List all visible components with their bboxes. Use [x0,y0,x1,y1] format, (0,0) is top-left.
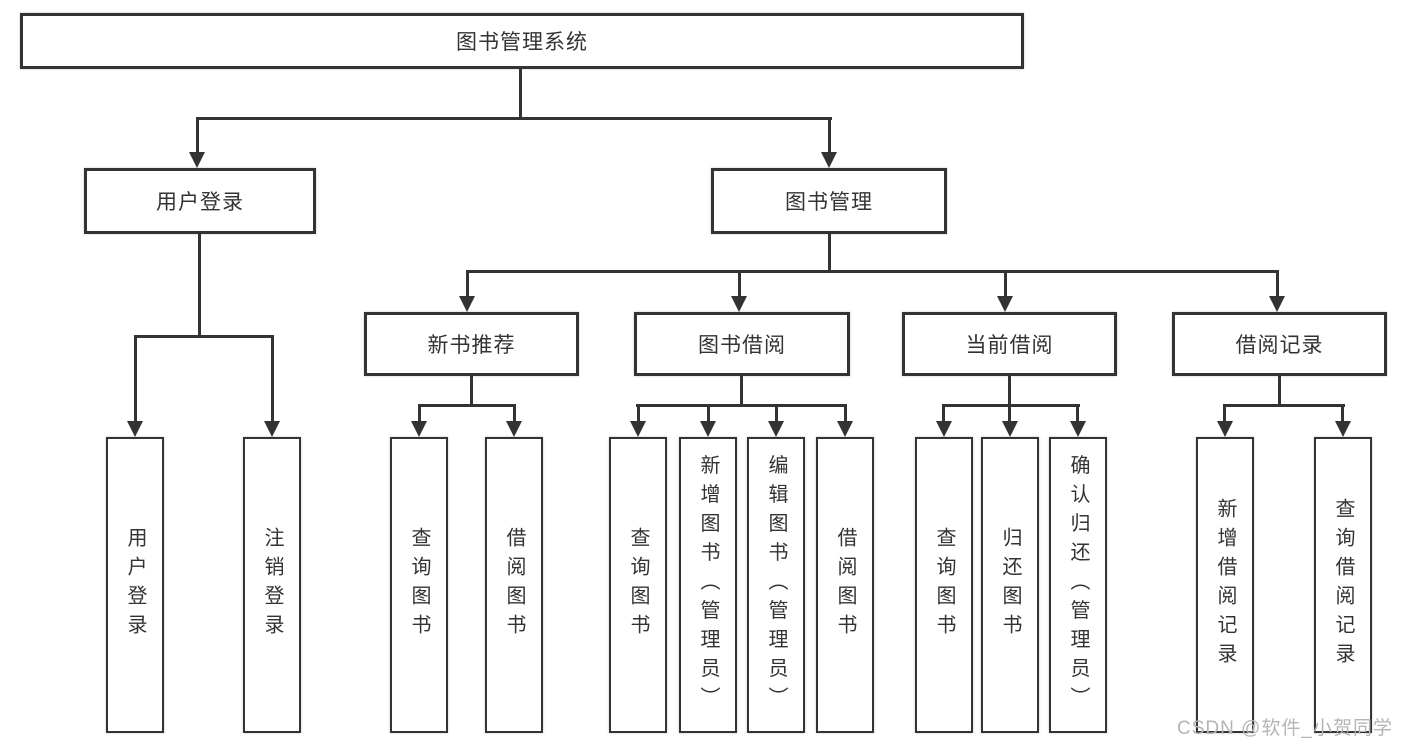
arrow-down-icon [189,152,205,168]
arrow-down-icon [936,421,952,437]
connector-drop [1341,406,1344,423]
arrow-down-icon [630,421,646,437]
connector-drop [134,337,137,423]
csdn-watermark: CSDN @软件_小贺同学 [1177,718,1393,739]
leaf-query-books-3-label: 查询图书 [933,527,955,643]
node-current-borrow: 当前借阅 [902,312,1117,376]
leaf-query-books-3: 查询图书 [915,437,973,733]
leaf-confirm-return-admin: 确认归还（管理员） [1049,437,1107,733]
connector-drop [707,406,710,423]
arrow-down-icon [1217,421,1233,437]
connector-drop [844,406,847,423]
leaf-return-books: 归还图书 [981,437,1039,733]
connector-bar [196,117,832,120]
arrow-down-icon [700,421,716,437]
leaf-add-books-admin: 新增图书（管理员） [679,437,737,733]
leaf-add-borrow-record-label: 新增借阅记录 [1214,498,1236,672]
leaf-confirm-return-admin-label: 确认归还（管理员） [1067,454,1089,716]
connector-drop [271,337,274,423]
connector-drop [637,406,640,423]
node-book-borrow: 图书借阅 [634,312,850,376]
connector-drop [1076,406,1079,423]
connector-drop [418,406,421,423]
connector-bar [466,270,1279,273]
connector-bar [1223,404,1345,407]
leaf-query-borrow-record-label: 查询借阅记录 [1332,498,1354,672]
leaf-add-books-admin-label: 新增图书（管理员） [697,454,719,716]
connector-stem [519,69,522,119]
arrow-down-icon [731,296,747,312]
arrow-down-icon [1335,421,1351,437]
connector-stem [1008,376,1011,406]
arrow-down-icon [821,152,837,168]
connector-bar [942,404,1080,407]
arrow-down-icon [997,296,1013,312]
leaf-edit-books-admin: 编辑图书（管理员） [747,437,805,733]
arrow-down-icon [768,421,784,437]
leaf-borrow-books-2-label: 借阅图书 [834,527,856,643]
leaf-borrow-books-2: 借阅图书 [816,437,874,733]
node-root-label: 图书管理系统 [456,31,588,54]
arrow-down-icon [1070,421,1086,437]
arrow-down-icon [411,421,427,437]
connector-bar [418,404,516,407]
connector-stem [198,234,201,337]
connector-stem [1278,376,1281,406]
connector-drop [466,272,469,298]
leaf-query-borrow-record: 查询借阅记录 [1314,437,1372,733]
leaf-return-books-label: 归还图书 [999,527,1021,643]
connector-drop [828,118,831,154]
connector-stem [470,376,473,406]
node-root: 图书管理系统 [20,13,1024,69]
connector-bar [134,335,274,338]
node-new-books-label: 新书推荐 [427,334,516,357]
connector-stem [828,234,831,272]
node-user-login-label: 用户登录 [156,191,244,214]
leaf-query-books-2-label: 查询图书 [627,527,649,643]
connector-bar [636,404,847,407]
leaf-edit-books-admin-label: 编辑图书（管理员） [765,454,787,716]
leaf-user-login-label: 用户登录 [124,527,146,643]
arrow-down-icon [506,421,522,437]
connector-drop [196,118,199,154]
node-current-borrow-label: 当前借阅 [965,334,1054,357]
leaf-logout-label: 注销登录 [261,527,283,643]
leaf-query-books-1-label: 查询图书 [408,527,430,643]
leaf-borrow-books-1-label: 借阅图书 [503,527,525,643]
connector-drop [1276,272,1279,298]
connector-drop [1004,272,1007,298]
arrow-down-icon [1269,296,1285,312]
leaf-borrow-books-1: 借阅图书 [485,437,543,733]
node-user-login: 用户登录 [84,168,316,234]
arrow-down-icon [127,421,143,437]
leaf-logout: 注销登录 [243,437,301,733]
connector-drop [513,406,516,423]
node-book-mgmt-label: 图书管理 [785,191,873,214]
node-borrow-records-label: 借阅记录 [1235,334,1324,357]
connector-drop [942,406,945,423]
connector-drop [738,272,741,298]
connector-drop [1008,406,1011,423]
arrow-down-icon [1002,421,1018,437]
arrow-down-icon [837,421,853,437]
connector-drop [775,406,778,423]
leaf-query-books-1: 查询图书 [390,437,448,733]
node-book-mgmt: 图书管理 [711,168,947,234]
node-book-borrow-label: 图书借阅 [698,334,786,357]
leaf-user-login: 用户登录 [106,437,164,733]
node-borrow-records: 借阅记录 [1172,312,1387,376]
node-new-books: 新书推荐 [364,312,579,376]
connector-drop [1223,406,1226,423]
arrow-down-icon [459,296,475,312]
leaf-add-borrow-record: 新增借阅记录 [1196,437,1254,733]
leaf-query-books-2: 查询图书 [609,437,667,733]
connector-stem [740,376,743,406]
arrow-down-icon [264,421,280,437]
